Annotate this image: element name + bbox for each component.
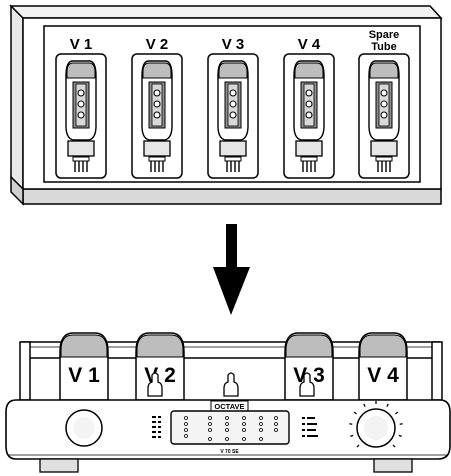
- tube-slot-v2: [131, 53, 183, 179]
- volume-knob[interactable]: [349, 401, 403, 448]
- amp-tube-v3: V 3: [284, 332, 334, 401]
- down-arrow-icon: [213, 224, 250, 315]
- input-indicator-leds: [152, 416, 161, 438]
- status-display: [170, 410, 290, 445]
- box-label-v2: V 2: [146, 36, 169, 53]
- model-label: V 70 SE: [220, 449, 239, 455]
- amp-tube-v2: V 2: [135, 332, 185, 401]
- box-label-v3: V 3: [222, 36, 245, 53]
- mode-legend: [302, 417, 318, 437]
- amp-label-v1: V 1: [68, 364, 100, 387]
- tube-slot-v1: [55, 53, 107, 179]
- preamp-tube-right: [299, 372, 315, 397]
- box-label-v4: V 4: [298, 36, 321, 53]
- amp-tube-v1: V 1: [59, 332, 109, 401]
- preamp-tube-center: [223, 372, 239, 397]
- amplifier: V 1 V 2 V 3 V 4 OCTAVE: [5, 332, 451, 473]
- amp-tube-v4: V 4: [358, 332, 408, 401]
- box-label-spare-line2: Tube: [371, 41, 396, 53]
- brand-logo: OCTAVE: [214, 402, 244, 411]
- tube-slot-v3: [207, 53, 259, 179]
- preamp-tube-left: [147, 372, 163, 397]
- box-label-v1: V 1: [70, 36, 93, 53]
- display-leds: [184, 416, 278, 441]
- box-label-spare-line1: Spare: [369, 29, 400, 41]
- tube-storage-box: V 1 V 2 V 3 V 4 Spare Tube: [9, 4, 443, 206]
- amp-label-v4: V 4: [367, 364, 399, 387]
- tube-slot-spare: [358, 53, 410, 179]
- tube-slot-v4: [283, 53, 335, 179]
